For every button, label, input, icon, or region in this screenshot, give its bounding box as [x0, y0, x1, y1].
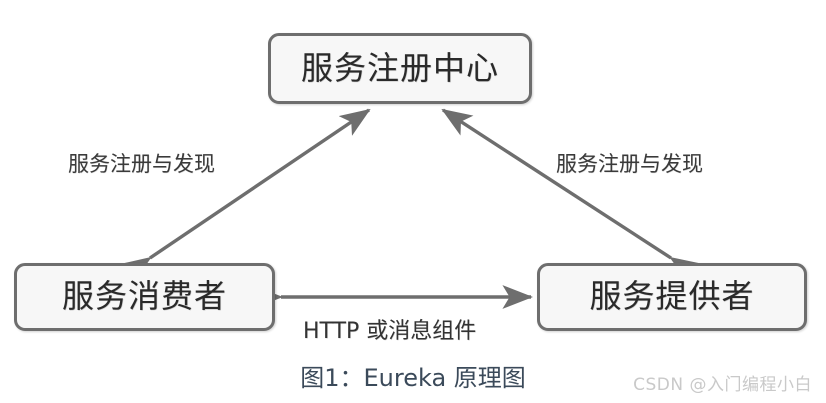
- arrow-consumer-registry: [119, 108, 371, 284]
- node-service-consumer[interactable]: 服务消费者: [14, 263, 275, 331]
- edge-label-provider-registry: 服务注册与发现: [556, 152, 703, 176]
- node-service-consumer-label: 服务消费者: [61, 277, 227, 316]
- node-service-registry[interactable]: 服务注册中心: [268, 33, 532, 104]
- node-service-provider-label: 服务提供者: [589, 277, 755, 316]
- figure-caption: 图1：Eureka 原理图: [300, 364, 526, 392]
- node-service-provider[interactable]: 服务提供者: [537, 263, 807, 331]
- edge-label-consumer-provider: HTTP 或消息组件: [303, 319, 477, 344]
- csdn-watermark: CSDN @入门编程小白: [633, 375, 812, 395]
- edge-label-consumer-registry: 服务注册与发现: [68, 152, 215, 176]
- node-service-registry-label: 服务注册中心: [300, 48, 499, 87]
- arrow-provider-registry: [441, 108, 702, 284]
